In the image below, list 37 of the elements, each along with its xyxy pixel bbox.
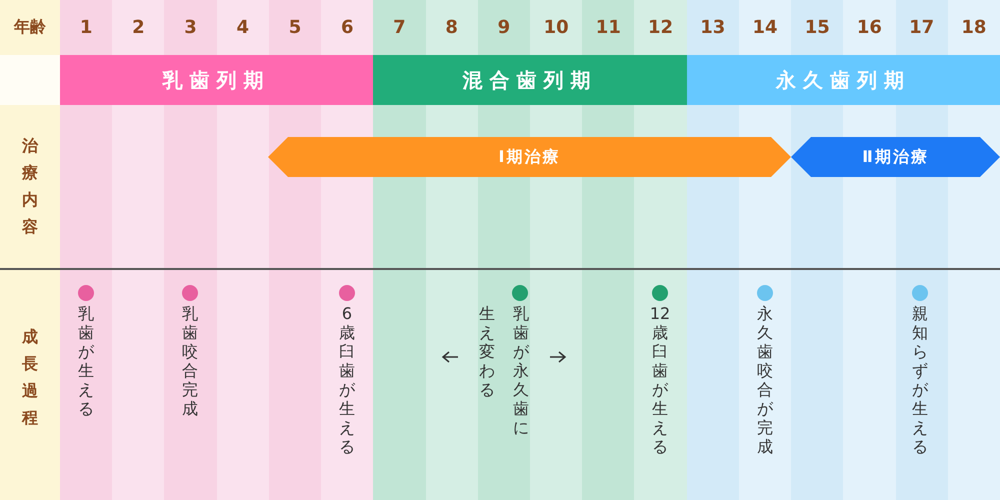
age-number: 13 [699,16,726,40]
age-number: 8 [444,16,459,40]
period-band [373,55,687,105]
age-number: 5 [288,16,302,40]
age-number: 18 [960,16,988,40]
age-number: 7 [392,16,407,40]
period-label: 乳歯列期 [162,66,271,94]
row-header: 治療内容 [21,135,39,238]
growth-event-text: 親知らずが生える [911,304,930,456]
growth-event-text: 乳歯が生える [77,304,96,418]
row-header: 成長過程 [21,326,39,429]
age-number: 10 [542,16,570,40]
age-number: 2 [131,16,146,40]
age-number: 17 [908,16,936,40]
double-arrow-banner [268,137,791,177]
age-number: 14 [751,16,779,40]
age-number: 3 [183,16,198,40]
period-label: 永久歯列期 [776,66,911,94]
growth-event-text: 乳歯咬合完成 [181,304,199,418]
age-number: 4 [236,16,250,40]
period-band [686,55,1000,105]
age-number: 1 [78,16,94,40]
growth-event-text: 永久歯咬合が完成 [756,304,774,456]
treatment-label: Ⅰ期治療 [498,146,560,168]
period-label: 混合歯列期 [462,66,598,94]
growth-event-text: 6歳臼歯が生える [338,304,356,456]
age-number: 9 [496,16,512,40]
row-header: 年齢 [12,16,47,38]
age-number: 15 [804,16,831,40]
age-number: 12 [647,16,674,40]
period-band [60,55,374,105]
treatment-label: Ⅱ期治療 [862,146,929,168]
age-number: 11 [594,16,622,40]
age-number: 16 [856,16,883,40]
growth-event-text: 乳歯が永久歯に生え変わる [478,304,530,437]
growth-event-text: 12歳臼歯が生える [649,304,671,456]
age-number: 6 [340,16,354,40]
